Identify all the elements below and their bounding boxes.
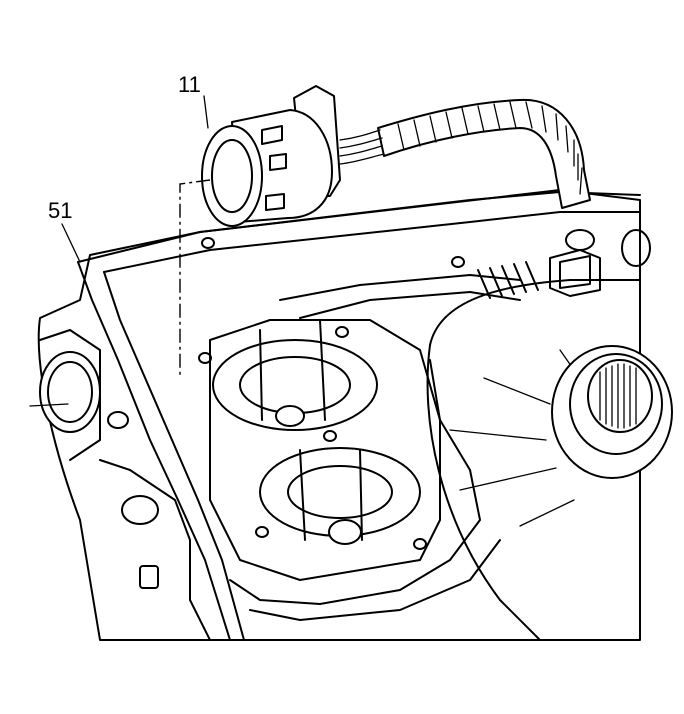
lower-gasket-contour <box>229 359 481 605</box>
connector-alignment-line <box>179 179 211 378</box>
valve-bore-housing <box>209 319 441 581</box>
case-rail-left-inner <box>103 271 245 641</box>
upper-bore-ring <box>212 339 378 431</box>
channel-upper-2 <box>299 291 521 319</box>
connector-face-inner <box>211 139 253 213</box>
callout-11: 11 <box>178 72 209 129</box>
left-bolt-hole <box>107 411 129 429</box>
lower-bore-plug <box>328 519 362 545</box>
bolt-hole-5 <box>255 526 269 538</box>
electrical-connector <box>201 85 341 227</box>
callout-11-leader <box>203 95 209 129</box>
lower-gasket-inner <box>249 539 501 621</box>
housing-lower-arc <box>426 344 541 641</box>
left-boss-inner <box>47 361 93 423</box>
housing-outer-arc <box>429 279 641 346</box>
callout-51-leader <box>61 223 81 263</box>
lower-left-contour <box>99 459 211 641</box>
bolt-hole-2 <box>335 326 349 338</box>
harness-wires <box>339 129 385 165</box>
shaft-splines <box>599 363 637 429</box>
left-boss-body <box>39 329 101 461</box>
bolt-hole-3 <box>323 430 337 442</box>
wiring-harness <box>339 98 591 209</box>
housing-rib-3 <box>459 467 557 491</box>
upper-right-round <box>621 229 651 267</box>
bolt-hole-4 <box>198 352 212 364</box>
case-rail-inner <box>103 211 641 273</box>
lower-left-bolt <box>139 565 159 589</box>
shaft-seal-mid <box>569 353 663 455</box>
left-boss-leader <box>29 403 69 407</box>
case-rail-left-edge <box>77 261 231 641</box>
callout-11-label: 11 <box>178 72 201 97</box>
upper-bore-plug <box>275 405 305 427</box>
harness-wraps <box>397 101 583 195</box>
housing-rib-2 <box>449 429 547 441</box>
lower-left-boss <box>121 495 159 525</box>
port-block-inner <box>559 255 591 289</box>
housing-rib-4 <box>519 499 575 527</box>
connector-locking-tabs <box>261 125 287 211</box>
transmission-case <box>29 189 651 641</box>
shaft-seal-inner <box>587 359 653 433</box>
bolt-hole-6 <box>413 538 427 550</box>
lower-bore-inner <box>287 465 393 519</box>
upper-right-boss <box>565 229 595 251</box>
callout-51-label: 51 <box>48 198 72 223</box>
housing-rib-1 <box>483 377 551 405</box>
callout-51: 51 <box>48 198 81 263</box>
bolt-hole-1 <box>201 237 215 249</box>
bore-divider <box>259 319 363 541</box>
bolt-hole-7 <box>451 256 465 268</box>
converter-housing <box>426 279 673 641</box>
channel-grille <box>477 261 539 299</box>
harness-loom <box>377 98 591 209</box>
